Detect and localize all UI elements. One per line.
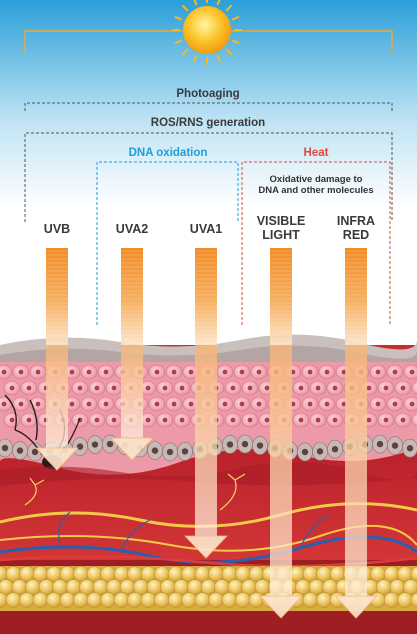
dna-oxidation-label: DNA oxidation: [128, 147, 208, 159]
ray-label-uva2: UVA2: [115, 222, 149, 236]
ray-arrow-3: [259, 248, 303, 619]
ros-bracket: [24, 132, 393, 222]
heat-label: Heat: [303, 147, 329, 159]
photoaging-label: Photoaging: [176, 88, 240, 100]
ray-arrow-0: [35, 248, 79, 471]
ray-arrow-4: [334, 248, 378, 619]
oxidative-damage-label: Oxidative damage to DNA and other molecu…: [258, 174, 373, 196]
ray-arrow-1: [110, 248, 154, 461]
photoaging-bracket: [24, 102, 393, 111]
ray-label-uva1: UVA1: [189, 222, 223, 236]
ray-label-infrared: INFRA RED: [336, 214, 376, 242]
oxidative-damage-line2: DNA and other molecules: [258, 185, 374, 196]
ray-label-uvb: UVB: [43, 222, 71, 236]
light-rays: [35, 248, 378, 619]
dna-oxidation-bracket: [96, 161, 239, 325]
ray-label-visible-light: VISIBLE LIGHT: [256, 214, 306, 242]
sun-icon: [172, 0, 242, 65]
heat-bracket: [241, 161, 391, 325]
oxidative-damage-line1: Oxidative damage to: [269, 174, 363, 185]
ray-arrow-2: [184, 248, 228, 559]
ros-rns-label: ROS/RNS generation: [150, 117, 266, 129]
